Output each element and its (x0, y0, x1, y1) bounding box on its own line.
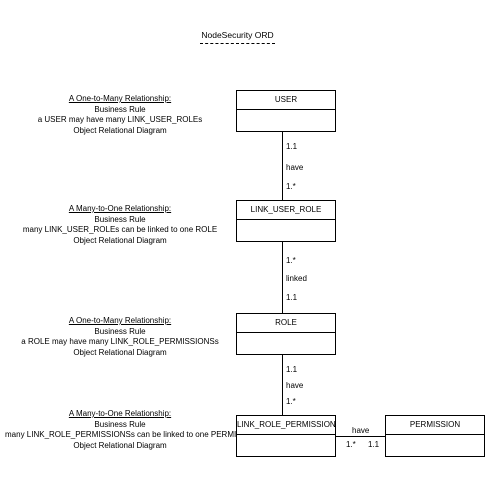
entity-permission[interactable]: PERMISSION (385, 415, 485, 457)
business-rule-note: A Many-to-One Relationship: Business Rul… (5, 409, 262, 451)
entity-link-role-permission[interactable]: LINK_ROLE_PERMISSION (236, 415, 336, 457)
cardinality-label: 1.1 (286, 365, 298, 374)
note-heading: A Many-to-One Relationship: (68, 204, 172, 213)
business-rule-note: A One-to-Many Relationship: Business Rul… (10, 316, 230, 358)
relationship-line (336, 436, 385, 437)
note-diagram: Object Relational Diagram (73, 347, 167, 357)
entity-name: PERMISSION (386, 416, 484, 435)
title-underline (200, 43, 275, 44)
relationship-label: have (286, 381, 304, 390)
cardinality-label: 1.1 (286, 293, 298, 302)
note-text: a USER may have many LINK_USER_ROLEs (37, 115, 203, 124)
business-rule-note: A Many-to-One Relationship: Business Rul… (10, 204, 230, 246)
relationship-label: linked (286, 274, 307, 283)
note-text: a ROLE may have many LINK_ROLE_PERMISSIO… (21, 337, 219, 346)
note-diagram: Object Relational Diagram (73, 440, 167, 450)
relationship-line (282, 355, 283, 415)
note-rule: Business Rule (94, 326, 146, 336)
entity-name: USER (237, 91, 335, 110)
note-diagram: Object Relational Diagram (73, 125, 167, 135)
note-rule: Business Rule (94, 104, 146, 114)
note-diagram: Object Relational Diagram (73, 235, 167, 245)
entity-name: ROLE (237, 314, 335, 333)
entity-user[interactable]: USER (236, 90, 336, 132)
note-rule: Business Rule (94, 419, 146, 429)
cardinality-label: 1.1 (368, 440, 380, 449)
entity-link-user-role[interactable]: LINK_USER_ROLE (236, 200, 336, 242)
note-heading: A Many-to-One Relationship: (68, 409, 172, 418)
relationship-label: have (352, 426, 370, 435)
relationship-line (282, 132, 283, 200)
entity-name: LINK_ROLE_PERMISSION (237, 416, 336, 435)
cardinality-label: 1.1 (286, 142, 298, 151)
entity-name: LINK_USER_ROLE (237, 201, 335, 220)
relationship-line (282, 242, 283, 313)
cardinality-label: 1.* (286, 397, 296, 406)
entity-role[interactable]: ROLE (236, 313, 336, 355)
cardinality-label: 1.* (286, 182, 296, 191)
cardinality-label: 1.* (286, 256, 296, 265)
business-rule-note: A One-to-Many Relationship: Business Rul… (10, 94, 230, 136)
note-text: many LINK_USER_ROLEs can be linked to on… (22, 225, 218, 234)
relationship-label: have (286, 163, 304, 172)
note-heading: A One-to-Many Relationship: (68, 316, 172, 325)
note-text: many LINK_ROLE_PERMISSIONSs can be linke… (5, 430, 262, 439)
diagram-title: NodeSecurity ORD (201, 30, 274, 40)
cardinality-label: 1.* (346, 440, 356, 449)
note-rule: Business Rule (94, 214, 146, 224)
note-heading: A One-to-Many Relationship: (68, 94, 172, 103)
